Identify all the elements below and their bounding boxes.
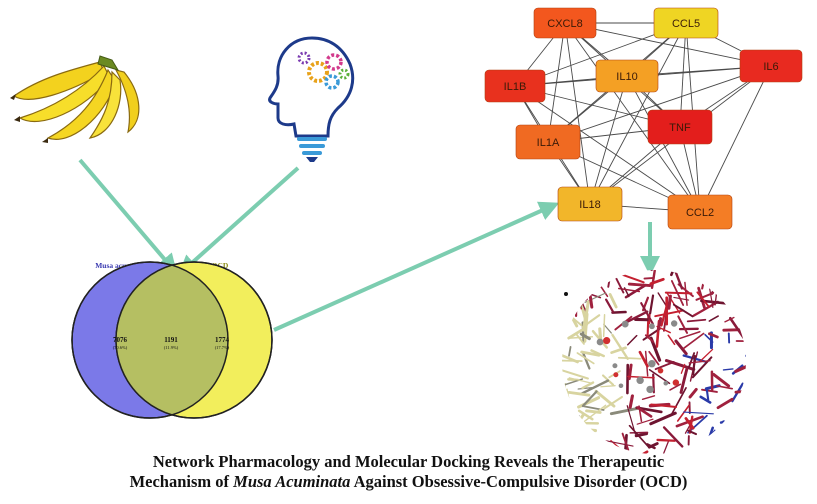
- molecular-docking-image: [562, 270, 746, 454]
- network-node-ccl2: CCL2: [667, 194, 733, 230]
- brain-lightbulb-icon: [268, 36, 355, 162]
- network-node-label: IL1A: [537, 137, 560, 149]
- network-node-il18: IL18: [557, 186, 623, 222]
- network-node-label: IL18: [579, 199, 600, 211]
- network-node-label: CCL5: [672, 18, 700, 30]
- network-node-box: [653, 7, 719, 39]
- network-edge-ccl5-il18: [589, 22, 687, 205]
- venn-right-pct: (17.7%): [215, 345, 230, 350]
- network-node-il1a: IL1A: [515, 124, 581, 160]
- network-node-tnf: TNF: [647, 109, 713, 145]
- network-node-il6: IL6: [739, 49, 803, 83]
- network-node-cxcl8: CXCL8: [533, 7, 597, 39]
- arrow-brain-to-venn: [178, 166, 300, 276]
- venn-intersection-pct: (11.9%): [164, 345, 179, 350]
- network-node-box: [484, 69, 546, 103]
- arrow-venn-to-network: [273, 201, 560, 332]
- venn-intersection-count: 1191: [164, 336, 178, 344]
- network-edge-cxcl8-il18: [564, 22, 591, 205]
- network-node-il1b: IL1B: [484, 69, 546, 103]
- venn-right-label: OCD: [212, 261, 229, 270]
- network-node-il10: IL10: [595, 59, 659, 93]
- title-line-2-prefix: Mechanism of: [129, 472, 234, 491]
- network-node-ccl5: CCL5: [653, 7, 719, 39]
- network-node-box: [515, 124, 581, 160]
- network-edges: [514, 22, 772, 213]
- venn-left-pct: (70.6%): [113, 345, 128, 350]
- network-node-label: CCL2: [686, 207, 714, 219]
- network-node-box: [533, 7, 597, 39]
- network-edge-cxcl8-ccl2: [564, 22, 701, 213]
- network-node-box: [595, 59, 659, 93]
- venn-left-label: Musa acuminata: [95, 261, 149, 270]
- network-node-box: [739, 49, 803, 83]
- arrow-banana-to-venn: [78, 158, 178, 275]
- title-line-2-suffix: Against Obsessive-Compulsive Disorder (O…: [350, 472, 688, 491]
- network-edge-il6-il1a: [547, 65, 772, 143]
- venn-diagram: Musa acuminata OCD 7076 (70.6%) 1191 (11…: [71, 261, 273, 419]
- title-line-1: Network Pharmacology and Molecular Docki…: [152, 452, 665, 471]
- network-node-label: TNF: [669, 122, 691, 134]
- network-node-label: CXCL8: [547, 18, 582, 30]
- network-edge-il6-ccl2: [699, 65, 772, 213]
- network-edge-il1b-ccl2: [514, 85, 701, 213]
- network-node-label: IL1B: [504, 81, 527, 93]
- venn-left-count: 7076: [113, 336, 128, 344]
- network-edge-ccl5-tnf: [679, 22, 687, 128]
- flow-arrows: [78, 158, 660, 332]
- network-edge-cxcl8-il6: [564, 22, 772, 67]
- venn-right-count: 1774: [215, 336, 230, 344]
- network-node-box: [647, 109, 713, 145]
- venn-overlap: [116, 262, 228, 418]
- network-node-label: IL10: [616, 71, 637, 83]
- title-line-2: Mechanism of Musa Acuminata Against Obse…: [0, 472, 817, 492]
- banana-bunch-icon: [10, 55, 140, 143]
- network-node-box: [667, 194, 733, 230]
- network-node-box: [557, 186, 623, 222]
- network-node-label: IL6: [763, 61, 778, 73]
- title-line-2-italic: Musa Acuminata: [233, 472, 351, 491]
- network-edge-il10-il18: [589, 75, 628, 205]
